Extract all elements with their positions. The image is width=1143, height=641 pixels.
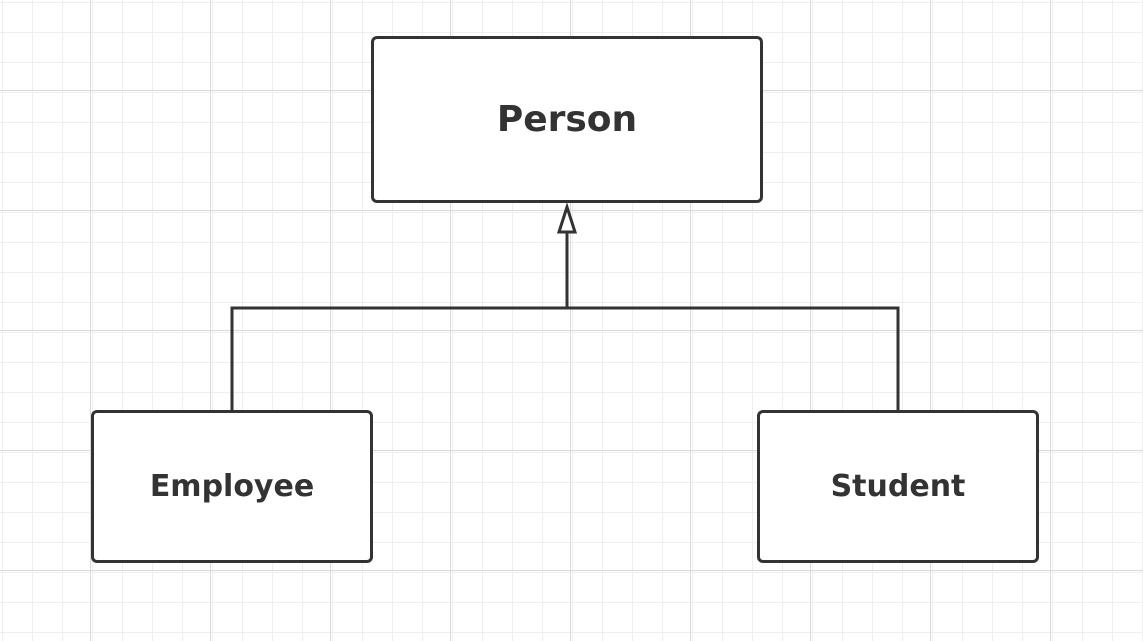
class-label-person: Person [496, 99, 638, 140]
class-box-student[interactable]: Student [757, 410, 1039, 563]
class-box-person[interactable]: Person [371, 36, 763, 203]
student-connector [567, 306, 900, 410]
employee-connector [230, 306, 567, 410]
class-box-employee[interactable]: Employee [91, 410, 373, 563]
class-label-student: Student [830, 469, 966, 504]
class-label-employee: Employee [149, 469, 315, 504]
inheritance-arrowhead [556, 202, 578, 234]
